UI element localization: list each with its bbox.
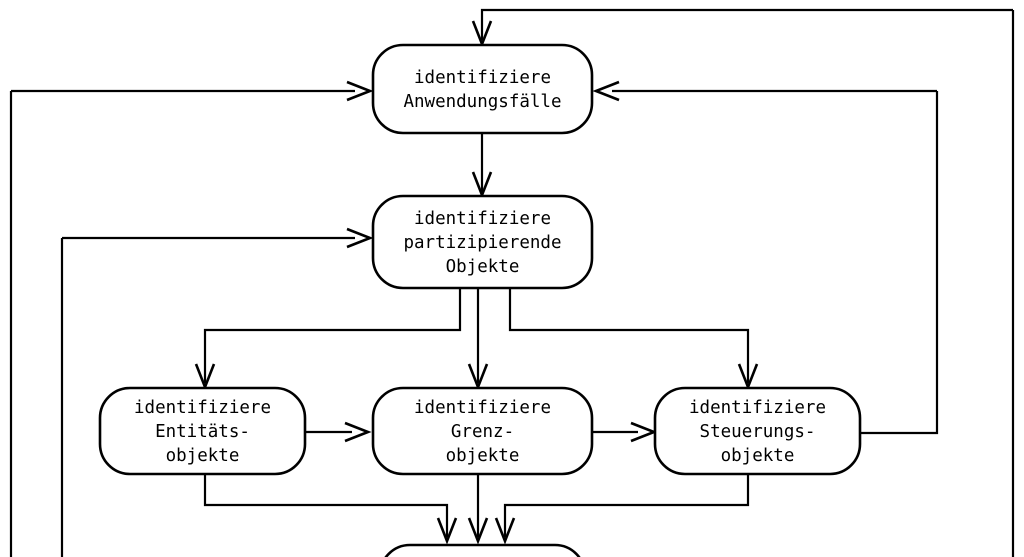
edge-grenz-to-steuerungs [592,421,658,443]
edge-steuerungs-to-bottom-line [503,474,750,537]
edge-partizipierende-to-steuerungs-line [508,288,750,383]
identifiziere-partizipierende-objekte-label-line-2: Objekte [446,257,520,277]
identifiziere-grenzobjekte-label-line-2: objekte [446,446,520,466]
identifiziere-anwendungsfaelle-label-line-1: Anwendungsfälle [403,92,561,112]
edge-steuerungs-to-bottom-arrowhead [494,517,516,545]
edge-grenz-to-bottom-arrowhead [467,517,489,545]
identifiziere-steuerungsobjekte-label-line-0: identifiziere [689,398,826,418]
edge-entitaets-to-bottom [203,474,458,545]
identifiziere-steuerungsobjekte-label-line-2: objekte [721,446,795,466]
edge-entitaets-to-grenz-arrowhead [344,421,372,443]
identifiziere-partizipierende-objekte-shape[interactable] [371,194,594,290]
edge-anwendungsfaelle-to-partizipierende [471,133,493,199]
identifiziere-partizipierende-objekte-label-line-1: partizipierende [403,233,561,253]
identifiziere-entitaetsobjekte-shape[interactable] [98,386,307,476]
edge-partizipierende-to-grenz [467,288,489,391]
identifiziere-anwendungsfaelle-shape[interactable] [371,43,594,135]
node-bottom-node-partial[interactable] [380,543,585,557]
edge-feedback-top-into-anwendungsfaelle-line [480,8,1013,40]
identifiziere-grenzobjekte-label-line-1: Grenz- [451,422,514,442]
edge-right-loop-into-anwendungsfaelle [592,80,937,102]
edge-left-loop-into-anwendungsfaelle [11,80,374,102]
edge-entitaets-to-bottom-line [203,474,449,537]
identifiziere-grenzobjekte-shape[interactable] [371,386,594,476]
edge-right-loop-into-anwendungsfaelle-arrowhead [592,80,620,102]
edge-partizipierende-to-steuerungs [508,288,759,391]
identifiziere-partizipierende-objekte-label-line-0: identifiziere [414,209,551,229]
identifiziere-entitaetsobjekte-label-line-2: objekte [166,446,240,466]
identifiziere-steuerungsobjekte-shape[interactable] [653,386,862,476]
identifiziere-anwendungsfaelle-label-line-0: identifiziere [414,68,551,88]
edge-entitaets-to-bottom-arrowhead [436,517,458,545]
edge-steuerungs-to-bottom [494,474,750,545]
edge-left-loop2-into-partizipierende [62,227,374,249]
edge-partizipierende-to-entitaets-line [203,288,462,383]
identifiziere-steuerungsobjekte-label-line-1: Steuerungs- [700,422,816,442]
edge-left-loop2-into-partizipierende-arrowhead [346,227,374,249]
edge-entitaets-to-grenz [305,421,372,443]
edges-layer [9,8,1015,557]
identifiziere-entitaetsobjekte-label-line-0: identifiziere [134,398,271,418]
edge-feedback-top-into-anwendungsfaelle [471,8,1013,48]
edge-left-loop-into-anwendungsfaelle-arrowhead [346,80,374,102]
nodes-layer: identifiziereAnwendungsfälleidentifizier… [98,43,862,557]
edge-partizipierende-to-entitaets [194,288,462,391]
identifiziere-grenzobjekte-label-line-0: identifiziere [414,398,551,418]
edge-steuerungs-to-anwendungsfaelle-right [860,91,939,435]
edge-steuerungs-to-anwendungsfaelle-right-line [860,91,939,435]
identifiziere-entitaetsobjekte-label-line-1: Entitäts- [155,422,250,442]
edge-grenz-to-bottom [467,474,489,545]
bottom-node-partial-shape[interactable] [380,543,585,557]
